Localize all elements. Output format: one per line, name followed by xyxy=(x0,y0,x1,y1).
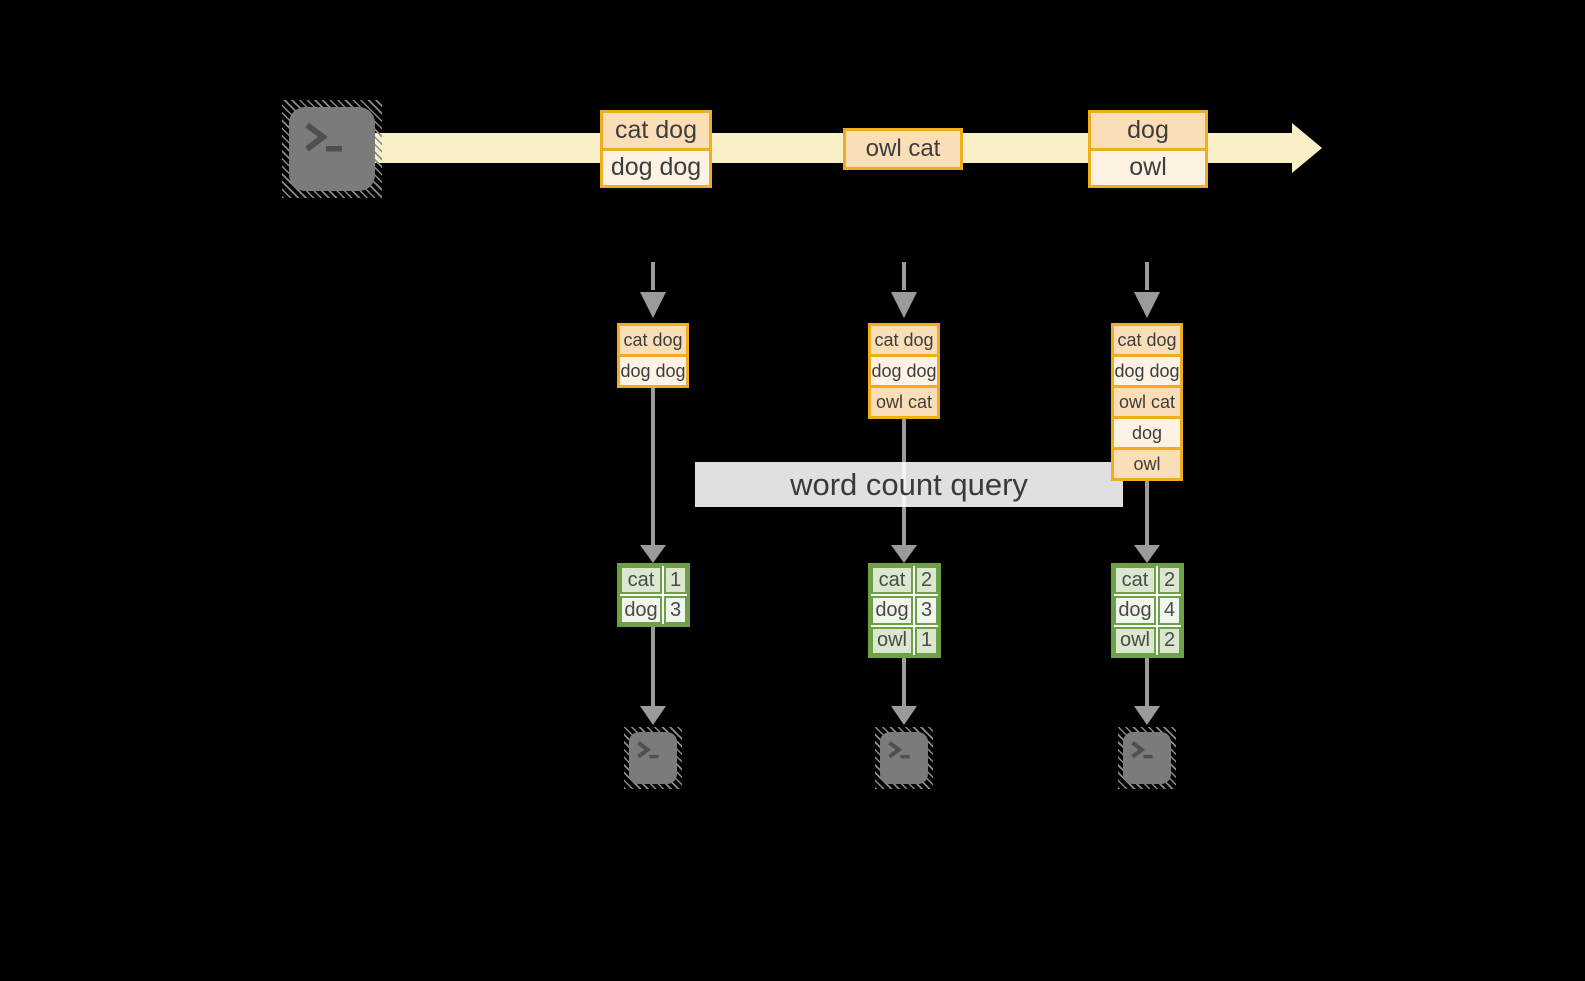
event-buffer-stack: cat dog dog dog xyxy=(617,323,689,388)
terminal-screen xyxy=(1123,732,1171,784)
connector-line xyxy=(651,386,655,545)
event-buffer-stack: cat dog dog dog owl cat xyxy=(868,323,940,419)
stream-event-box: owl cat xyxy=(843,128,963,170)
connector-line xyxy=(1145,479,1149,545)
down-arrowhead-icon xyxy=(891,706,917,725)
word-count-table: cat 2 dog 4 owl 2 xyxy=(1111,563,1184,658)
stream-event-line: cat dog xyxy=(603,113,709,148)
word-count-query-label: word count query xyxy=(695,462,1123,507)
source-terminal-icon xyxy=(282,100,382,198)
stream-event-line: dog xyxy=(1091,113,1205,148)
stream-event-line: dog dog xyxy=(603,147,709,185)
buffer-row: owl xyxy=(1114,447,1180,478)
buffer-row: dog dog xyxy=(1114,354,1180,385)
count-value-cell: 1 xyxy=(664,566,687,594)
count-word-cell: owl xyxy=(871,626,913,655)
dashed-down-arrow xyxy=(1145,262,1149,290)
buffer-row: owl cat xyxy=(1114,385,1180,416)
word-count-table: cat 2 dog 3 owl 1 xyxy=(868,563,941,658)
terminal-prompt-icon xyxy=(637,741,659,759)
count-word-cell: dog xyxy=(871,596,913,625)
sink-terminal-icon xyxy=(1118,727,1176,789)
count-word-cell: cat xyxy=(620,566,662,594)
count-value-cell: 4 xyxy=(1158,596,1181,625)
count-word-cell: dog xyxy=(1114,596,1156,625)
sink-terminal-icon xyxy=(875,727,933,789)
buffer-row: dog dog xyxy=(620,354,686,385)
sink-terminal-icon xyxy=(624,727,682,789)
count-value-cell: 3 xyxy=(915,596,938,625)
down-arrowhead-icon xyxy=(640,706,666,725)
stream-event-line: owl xyxy=(1091,147,1205,185)
down-arrowhead-icon xyxy=(640,545,666,563)
buffer-row: dog xyxy=(1114,416,1180,447)
buffer-row: cat dog xyxy=(620,326,686,354)
terminal-prompt-icon xyxy=(888,741,910,759)
terminal-prompt-icon xyxy=(305,122,342,152)
down-arrowhead-icon xyxy=(891,545,917,563)
count-word-cell: cat xyxy=(1114,566,1156,595)
count-word-cell: dog xyxy=(620,596,662,624)
count-value-cell: 1 xyxy=(915,626,938,655)
connector-line xyxy=(1145,656,1149,706)
stream-event-box: dog owl xyxy=(1088,110,1208,188)
buffer-row: cat dog xyxy=(871,326,937,354)
terminal-screen xyxy=(880,732,928,784)
count-value-cell: 3 xyxy=(664,596,687,624)
stream-arrow-head-icon xyxy=(1292,123,1322,173)
count-value-cell: 2 xyxy=(915,566,938,595)
count-word-cell: owl xyxy=(1114,626,1156,655)
down-arrowhead-icon xyxy=(891,292,917,318)
dashed-down-arrow xyxy=(651,262,655,290)
event-buffer-stack: cat dog dog dog owl cat dog owl xyxy=(1111,323,1183,481)
down-arrowhead-icon xyxy=(640,292,666,318)
dashed-down-arrow xyxy=(902,262,906,290)
connector-line xyxy=(651,625,655,706)
terminal-screen xyxy=(629,732,677,784)
count-value-cell: 2 xyxy=(1158,566,1181,595)
down-arrowhead-icon xyxy=(1134,545,1160,563)
buffer-row: owl cat xyxy=(871,385,937,416)
buffer-row: dog dog xyxy=(871,354,937,385)
word-count-table: cat 1 dog 3 xyxy=(617,563,690,627)
stream-event-line: owl cat xyxy=(846,131,960,167)
terminal-prompt-icon xyxy=(1131,741,1153,759)
down-arrowhead-icon xyxy=(1134,292,1160,318)
terminal-screen xyxy=(289,107,375,191)
buffer-row: cat dog xyxy=(1114,326,1180,354)
down-arrowhead-icon xyxy=(1134,706,1160,725)
stream-event-box: cat dog dog dog xyxy=(600,110,712,188)
count-value-cell: 2 xyxy=(1158,626,1181,655)
connector-line xyxy=(902,656,906,706)
count-word-cell: cat xyxy=(871,566,913,595)
